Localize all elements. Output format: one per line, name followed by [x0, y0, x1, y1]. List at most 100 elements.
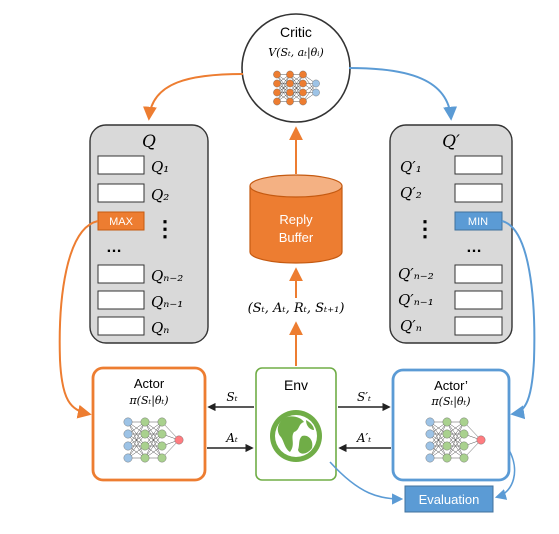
evaluation-label: Evaluation [419, 492, 480, 507]
q-right-ellipsis: … [466, 239, 482, 256]
arrow-max-to-actor [58, 220, 99, 419]
net-edge [276, 74, 291, 102]
net-node [157, 453, 167, 463]
net-node [459, 429, 469, 439]
net-node [140, 429, 150, 439]
label-st: Sₜ [226, 390, 237, 404]
arrow-actorprime-to-evaluation [494, 449, 516, 500]
net-node [299, 97, 307, 106]
net-node [299, 88, 307, 97]
q-left-label-n1: Qₙ₋₁ [151, 293, 183, 311]
net-edge [289, 74, 304, 102]
net-node [140, 441, 150, 451]
env-title: Env [284, 377, 308, 393]
q-left-vdots: ⋮ [154, 216, 176, 241]
net-node [286, 88, 294, 97]
net-edge [127, 433, 146, 459]
net-node [299, 70, 307, 79]
reply-buffer-cylinder: Reply Buffer [249, 174, 343, 264]
net-node [157, 441, 167, 451]
q-left-label-n2: Qₙ₋₂ [151, 267, 183, 285]
net-node [459, 441, 469, 451]
net-node [459, 417, 469, 427]
arrow-env-to-evaluation [329, 461, 404, 505]
net-node [273, 70, 281, 79]
net-edge [446, 433, 465, 459]
q-right-label-2: Q′₂ [400, 184, 422, 202]
env-node: Env [255, 367, 337, 481]
net-node [157, 417, 167, 427]
net-node [476, 435, 486, 445]
q-left-label-1: Q₁ [151, 158, 169, 176]
actor-prime-formula: π(Sₜ|θₜ) [430, 395, 470, 409]
label-at: Aₜ [225, 431, 238, 445]
net-node [123, 441, 133, 451]
evaluation-node: Evaluation [404, 485, 494, 513]
net-node [312, 79, 320, 88]
arrow-critic-to-qprime [348, 67, 458, 121]
net-node [123, 429, 133, 439]
q-left-slot-2 [97, 183, 145, 203]
actor-title: Actor [134, 376, 165, 391]
arrow-critic-to-q [142, 73, 244, 121]
q-right-slot-n [454, 316, 503, 336]
net-node [442, 429, 452, 439]
net-node [140, 453, 150, 463]
critic-node: Critic V(Sₜ, aₜ|θᵢ) [241, 13, 351, 123]
net-node [174, 435, 184, 445]
q-right-min-label: MIN [468, 216, 488, 228]
net-edge [127, 421, 146, 447]
globe-icon [270, 410, 322, 462]
net-node [286, 97, 294, 106]
q-left-slot-n2 [97, 264, 145, 284]
q-right-slot-2 [454, 183, 503, 203]
net-edge [144, 433, 163, 459]
q-left-ellipsis: … [106, 239, 122, 256]
q-right-vdots: ⋮ [414, 216, 436, 241]
net-node [140, 417, 150, 427]
net-node [459, 453, 469, 463]
net-node [442, 417, 452, 427]
net-edge [429, 421, 448, 447]
net-node [442, 453, 452, 463]
net-node [273, 79, 281, 88]
net-node [286, 70, 294, 79]
net-node [123, 453, 133, 463]
net-node [157, 429, 167, 439]
net-node [425, 441, 435, 451]
q-right-title: Q′ [442, 132, 460, 152]
q-left-title: Q [142, 132, 156, 152]
net-edge [446, 421, 465, 447]
buffer-label-line2: Buffer [279, 230, 314, 245]
net-node [312, 88, 320, 97]
actor-node: Actor π(Sₜ|θₜ) [91, 366, 207, 482]
net-edge [446, 421, 465, 459]
q-panel-left: Q Q₁ Q₂ MAX ⋮ … Qₙ₋₂ Qₙ₋₁ Qₙ [89, 124, 209, 344]
net-node [425, 453, 435, 463]
q-right-slot-1 [454, 155, 503, 175]
arrow-min-to-actorprime [501, 220, 536, 420]
net-node [273, 97, 281, 106]
transition-tuple: (Sₜ, Aₜ, Rₜ, Sₜ₊₁) [248, 301, 345, 316]
critic-network-icon [273, 70, 320, 106]
q-left-slot-1 [97, 155, 145, 175]
net-node [299, 79, 307, 88]
actor-prime-title: Actor’ [434, 378, 468, 393]
net-edge [144, 421, 163, 447]
q-right-slot-n2 [454, 264, 503, 284]
net-edge [127, 421, 146, 459]
net-node [425, 417, 435, 427]
critic-title: Critic [280, 24, 312, 40]
q-left-slot-n [97, 316, 145, 336]
q-left-label-n: Qₙ [151, 319, 169, 337]
q-panel-right: Q′ Q′₁ Q′₂ ⋮ MIN … Q′ₙ₋₂ Q′ₙ₋₁ Q′ₙ [389, 124, 513, 344]
buffer-label-line1: Reply [279, 212, 313, 227]
q-right-slot-n1 [454, 290, 503, 310]
net-node [425, 429, 435, 439]
q-right-label-n: Q′ₙ [400, 317, 422, 335]
actor-formula: π(Sₜ|θₜ) [128, 394, 168, 408]
net-node [442, 441, 452, 451]
q-left-max-label: MAX [109, 216, 134, 228]
actor-prime-node: Actor’ π(Sₜ|θₜ) [391, 368, 511, 482]
